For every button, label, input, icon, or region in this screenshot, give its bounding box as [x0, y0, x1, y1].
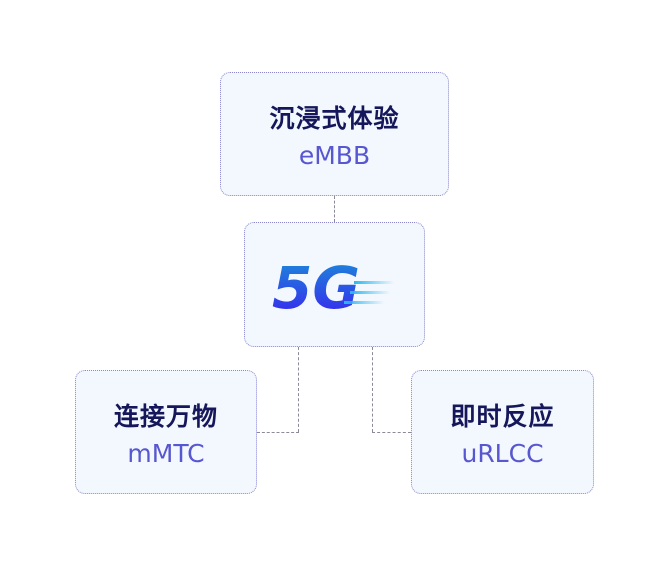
node-5g: 5G [244, 222, 425, 347]
connector-right-horizontal [372, 432, 411, 433]
5g-logo-text: 5G [272, 254, 360, 320]
node-urllc: 即时反应 uRLCC [411, 370, 594, 494]
node-mmtc: 连接万物 mMTC [75, 370, 257, 494]
connector-right-vertical [372, 347, 373, 432]
node-title: 即时反应 [450, 401, 555, 431]
connector-left-vertical [298, 347, 299, 432]
node-subtitle: eMBB [298, 140, 371, 170]
connector-left-horizontal [257, 432, 299, 433]
node-subtitle: uRLCC [461, 438, 544, 468]
connector-top [334, 196, 335, 222]
node-subtitle: mMTC [127, 438, 205, 468]
node-title: 连接万物 [113, 401, 218, 431]
node-embb: 沉浸式体验 eMBB [220, 72, 449, 196]
node-title: 沉浸式体验 [269, 103, 400, 133]
5g-logo-icon: 5G [272, 254, 394, 320]
